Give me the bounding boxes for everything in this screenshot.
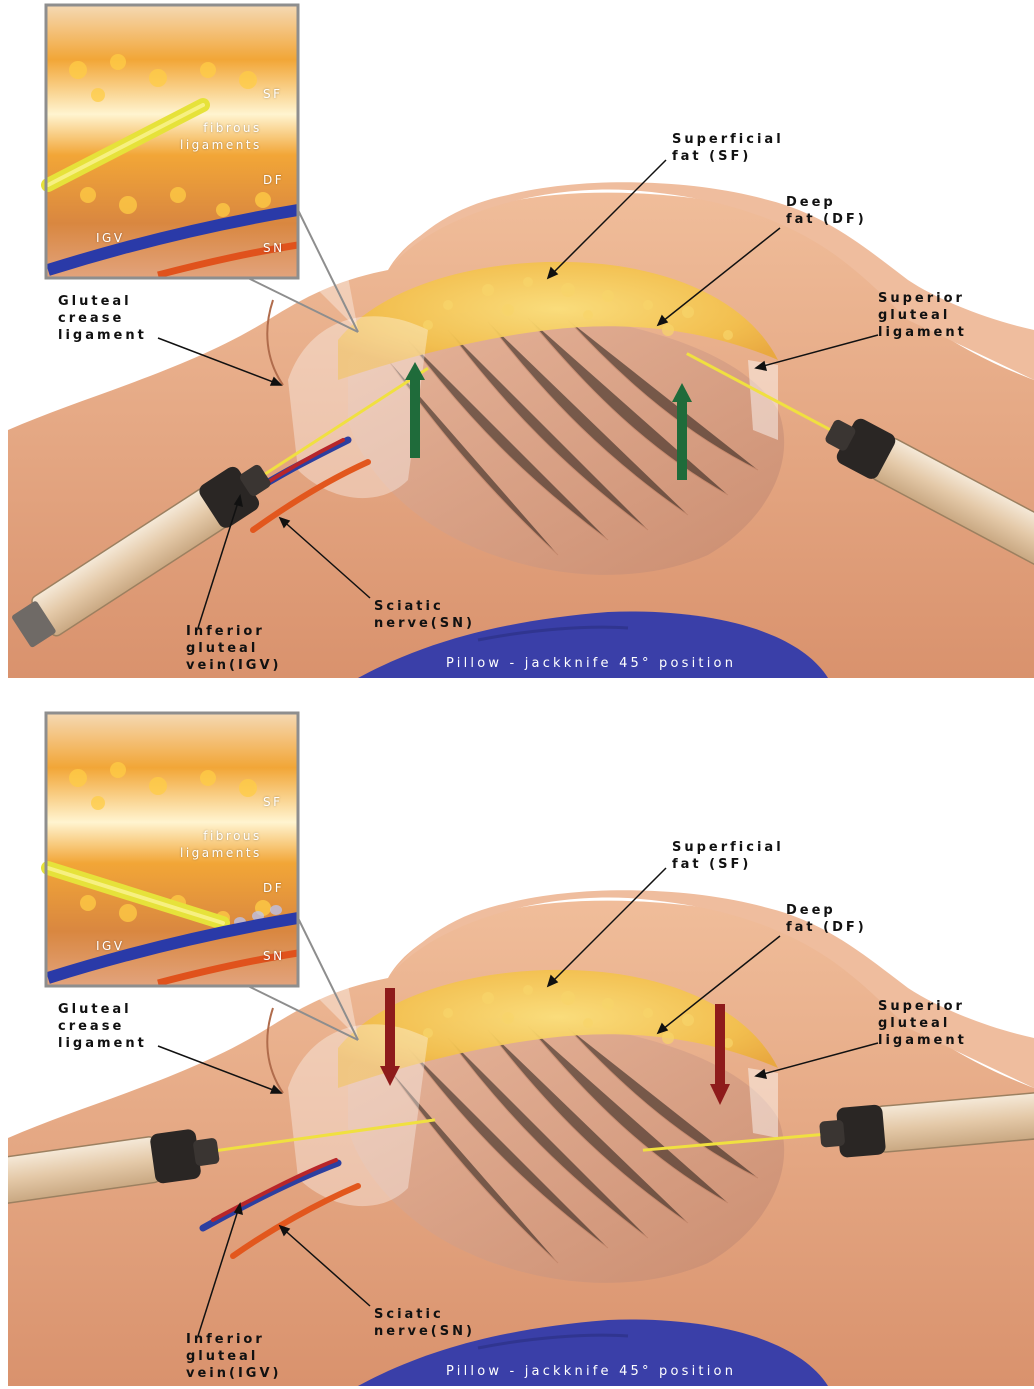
label-superior-gluteal-ligament: Superior gluteal ligament — [878, 998, 967, 1049]
inset-label-line: ligaments — [180, 137, 262, 154]
label-line: vein(IGV) — [186, 657, 281, 674]
label-deep-fat: Deep fat (DF) — [786, 902, 867, 936]
label-line: Deep — [786, 902, 867, 919]
label-gluteal-crease-ligament: Gluteal crease ligament — [58, 293, 147, 344]
label-line: Gluteal — [58, 293, 147, 310]
panel-bottom: SF fibrous ligaments DF IGV SN Superfici… — [8, 708, 1034, 1386]
inset-label-df: DF — [263, 172, 284, 189]
label-line: gluteal — [878, 1015, 967, 1032]
label-line: fat (SF) — [672, 148, 784, 165]
label-line: nerve(SN) — [374, 615, 475, 632]
label-line: vein(IGV) — [186, 1365, 281, 1382]
inset-label-sn: SN — [263, 948, 285, 965]
inset-label-df: DF — [263, 880, 284, 897]
label-line: fat (DF) — [786, 919, 867, 936]
label-line: Deep — [786, 194, 867, 211]
label-line: ligament — [878, 1032, 967, 1049]
label-line: fat (SF) — [672, 856, 784, 873]
label-line: gluteal — [878, 307, 967, 324]
label-sciatic-nerve: Sciatic nerve(SN) — [374, 598, 475, 632]
panel-top: SF fibrous ligaments DF IGV SN Superfici… — [8, 0, 1034, 678]
inset-label-sn: SN — [263, 240, 285, 257]
label-line: Sciatic — [374, 598, 475, 615]
label-sciatic-nerve: Sciatic nerve(SN) — [374, 1306, 475, 1340]
inset-label-fibrous-ligaments: fibrous ligaments — [180, 828, 262, 862]
caption-position: Pillow - jackknife 45° position — [446, 656, 736, 671]
callout-wedge — [298, 10, 358, 330]
inset-label-sf: SF — [263, 86, 283, 103]
label-deep-fat: Deep fat (DF) — [786, 194, 867, 228]
label-line: ligament — [58, 327, 147, 344]
inset-label-line: fibrous — [180, 828, 262, 845]
inset-label-line: ligaments — [180, 845, 262, 862]
label-line: Inferior — [186, 1331, 281, 1348]
label-superficial-fat: Superficial fat (SF) — [672, 839, 784, 873]
label-line: Superior — [878, 998, 967, 1015]
label-line: crease — [58, 1018, 147, 1035]
caption-position: Pillow - jackknife 45° position — [446, 1364, 736, 1379]
label-line: gluteal — [186, 1348, 281, 1365]
label-line: crease — [58, 310, 147, 327]
inset-label-igv: IGV — [96, 230, 125, 247]
label-line: nerve(SN) — [374, 1323, 475, 1340]
label-line: fat (DF) — [786, 211, 867, 228]
label-line: ligament — [58, 1035, 147, 1052]
inset-label-fibrous-ligaments: fibrous ligaments — [180, 120, 262, 154]
label-gluteal-crease-ligament: Gluteal crease ligament — [58, 1001, 147, 1052]
label-line: ligament — [878, 324, 967, 341]
label-inferior-gluteal-vein: Inferior gluteal vein(IGV) — [186, 1331, 281, 1382]
label-line: Inferior — [186, 623, 281, 640]
callout-wedge — [298, 718, 358, 1038]
label-line: Gluteal — [58, 1001, 147, 1018]
label-line: Superficial — [672, 131, 784, 148]
inset-label-igv: IGV — [96, 938, 125, 955]
label-line: Sciatic — [374, 1306, 475, 1323]
label-line: gluteal — [186, 640, 281, 657]
inset-label-sf: SF — [263, 794, 283, 811]
label-inferior-gluteal-vein: Inferior gluteal vein(IGV) — [186, 623, 281, 674]
label-superficial-fat: Superficial fat (SF) — [672, 131, 784, 165]
inset-label-line: fibrous — [180, 120, 262, 137]
label-superior-gluteal-ligament: Superior gluteal ligament — [878, 290, 967, 341]
label-line: Superior — [878, 290, 967, 307]
label-line: Superficial — [672, 839, 784, 856]
